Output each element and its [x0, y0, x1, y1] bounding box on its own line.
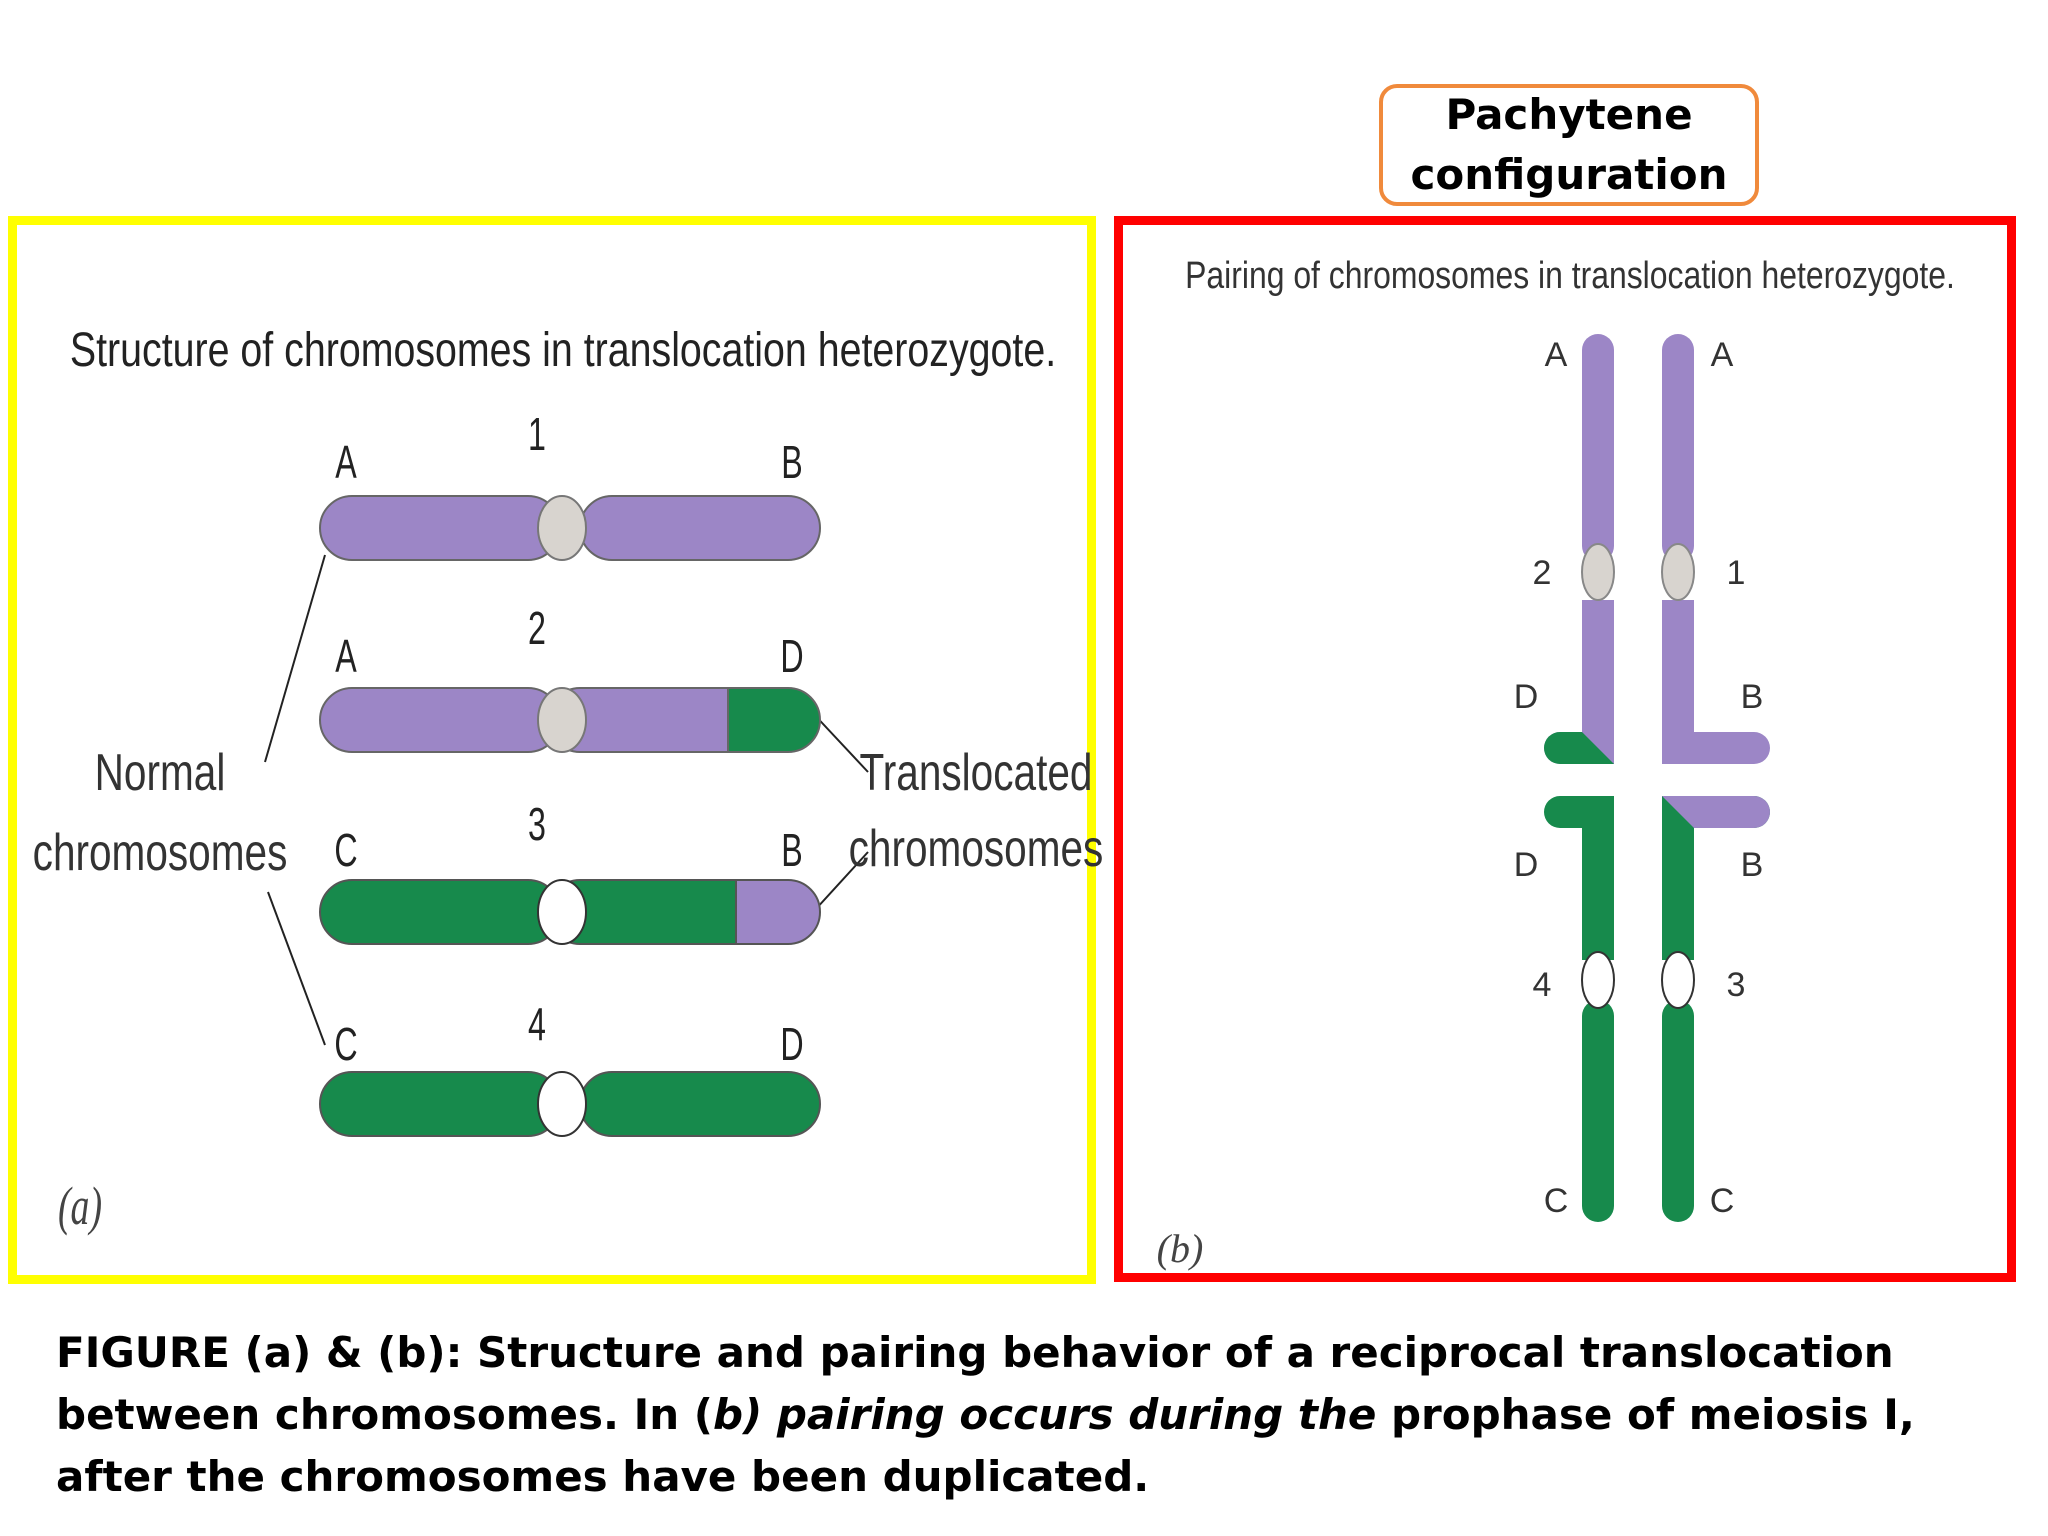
chromosome-4: 4 C D: [319, 999, 821, 1137]
chr4-left-end: C: [334, 1019, 357, 1070]
panel-b-title: Pairing of chromosomes in translocation …: [1185, 254, 1955, 296]
chr3-right-end: B: [781, 825, 802, 876]
chromosome-3: 3 C B: [319, 799, 821, 945]
label-bottom-left: C: [1544, 1182, 1569, 1220]
normal-label-line-1: Normal: [95, 743, 226, 801]
pachytene-left-lower: [1544, 796, 1615, 1222]
label-cen-right: 1: [1727, 554, 1746, 592]
panel-a-title: Structure of chromosomes in translocatio…: [70, 323, 1056, 377]
chr3-left-end: C: [334, 825, 357, 876]
label-top-left: A: [1545, 336, 1568, 374]
label-cen-lower-right: 3: [1727, 966, 1746, 1004]
pachytene-right-upper: [1661, 334, 1770, 764]
callout-line-1: Pachytene: [1445, 90, 1693, 139]
chr1-right-end: B: [781, 437, 802, 488]
panel-b-label: (b): [1157, 1226, 1204, 1271]
chr3-number: 3: [528, 799, 546, 850]
label-arm-upper-left: D: [1514, 678, 1539, 716]
caption-part-1: FIGURE (a) & (b): Structure and pairing …: [56, 1328, 1894, 1439]
panel-a-label: (a): [58, 1176, 102, 1236]
label-arm-upper-right: B: [1741, 678, 1764, 716]
label-bottom-right: C: [1710, 1182, 1735, 1220]
caption-italic: b) pairing occurs during the: [712, 1390, 1377, 1439]
label-arm-lower-right: B: [1741, 846, 1764, 884]
chromosome-1: 1 A B: [319, 409, 821, 561]
chromosome-2: 2 A D: [319, 603, 821, 753]
pachytene-callout: Pachytene configuration: [1379, 84, 1759, 206]
chr2-number: 2: [528, 603, 546, 654]
normal-label-line-2: chromosomes: [33, 823, 288, 881]
chr4-right-end: D: [780, 1019, 803, 1070]
chr4-number: 4: [528, 999, 546, 1050]
callout-line-2: configuration: [1410, 150, 1728, 199]
label-arm-lower-left: D: [1514, 846, 1539, 884]
translocated-label-line-2: chromosomes: [849, 819, 1104, 877]
caption-part-2: prophase of meiosis I, after the chromos…: [56, 1390, 1915, 1501]
chr2-left-end: A: [335, 631, 357, 682]
chr1-number: 1: [528, 409, 546, 460]
translocated-label-line-1: Translocated: [860, 743, 1093, 801]
label-cen-left: 2: [1533, 554, 1552, 592]
pachytene-right-lower: [1661, 796, 1770, 1222]
chr2-right-end: D: [780, 631, 803, 682]
chr1-left-end: A: [335, 437, 357, 488]
translocated-connector-lines: [809, 709, 869, 911]
label-cen-lower-left: 4: [1533, 966, 1552, 1004]
label-top-right: A: [1711, 336, 1734, 374]
pachytene-left-upper: [1544, 334, 1615, 764]
figure-caption: FIGURE (a) & (b): Structure and pairing …: [56, 1322, 2016, 1508]
normal-connector-lines: [264, 554, 326, 1046]
